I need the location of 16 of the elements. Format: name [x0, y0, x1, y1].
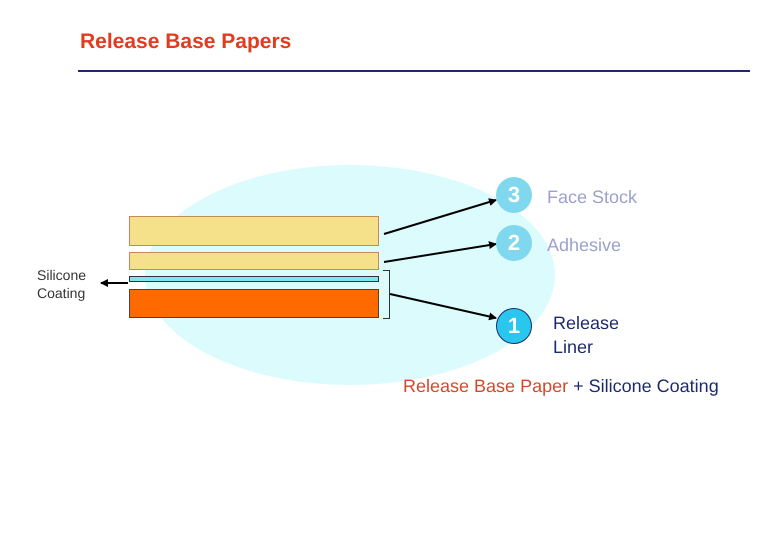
- title: Release Base Papers: [80, 30, 292, 54]
- callout-text: Silicone Coating: [37, 266, 99, 302]
- caption-text: + Silicone Coating: [573, 376, 719, 397]
- arrow: [100, 279, 128, 287]
- number-circle: 3: [496, 177, 532, 213]
- layer-bar: [129, 289, 379, 318]
- layer-label: Release Liner: [553, 312, 620, 359]
- arrow: [384, 198, 497, 235]
- layer-label: Face Stock: [547, 186, 638, 209]
- caption-text: Release Base Paper: [403, 376, 568, 397]
- layer-bar: [129, 216, 379, 246]
- layer-bar: [129, 276, 379, 282]
- arrow: [384, 241, 497, 263]
- layer-bar: [129, 252, 379, 270]
- layer-label: Adhesive: [547, 234, 622, 257]
- bracket: [383, 270, 390, 319]
